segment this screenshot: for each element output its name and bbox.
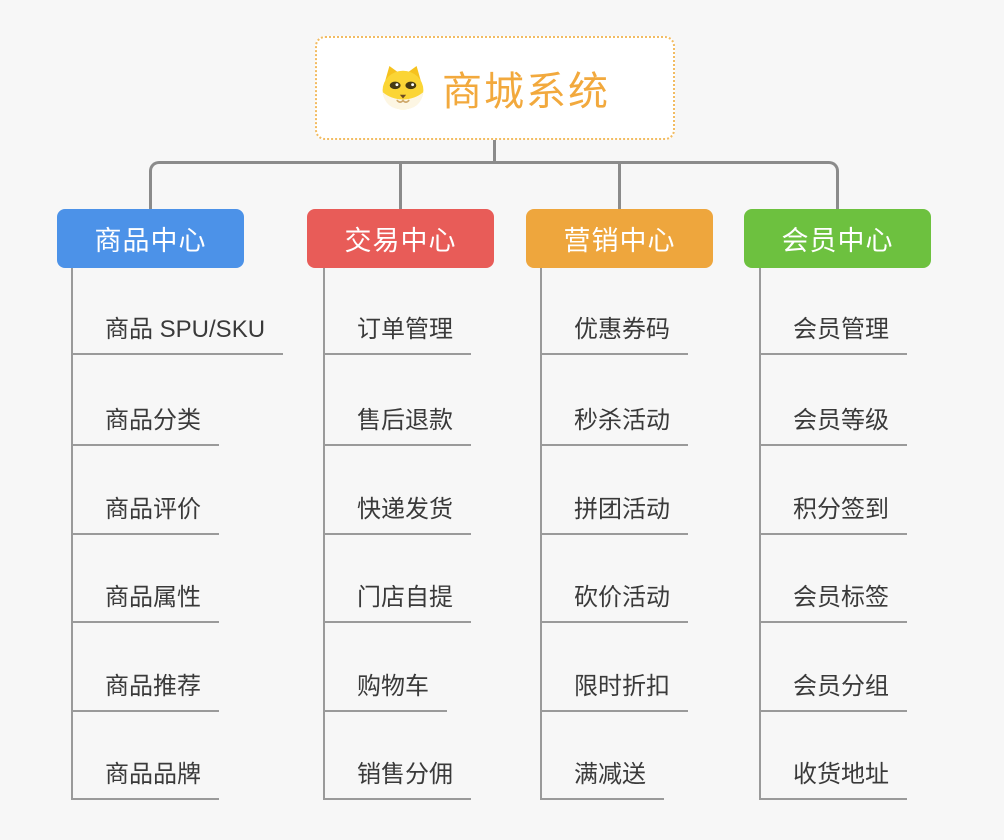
leaf-node[interactable]: 会员管理 [759, 313, 907, 355]
leaf-node[interactable]: 商品分类 [71, 404, 219, 446]
leaf-node[interactable]: 售后退款 [323, 404, 471, 446]
root-node-title: 商城系统 [442, 70, 610, 114]
leaf-node[interactable]: 商品 SPU/SKU [71, 313, 284, 355]
leaf-node[interactable]: 秒杀活动 [540, 404, 688, 446]
leaf-node[interactable]: 会员分组 [759, 670, 907, 712]
leaf-node[interactable]: 快递发货 [323, 493, 471, 535]
leaf-node[interactable]: 商品属性 [71, 581, 219, 623]
branch-node-trade-center[interactable]: 交易中心 [307, 209, 494, 268]
leaf-node[interactable]: 商品推荐 [71, 670, 219, 712]
leaf-node[interactable]: 订单管理 [323, 313, 471, 355]
leaf-node[interactable]: 积分签到 [759, 493, 907, 535]
connector-root-drop [493, 138, 496, 164]
leaf-node[interactable]: 拼团活动 [540, 493, 688, 535]
leaf-node[interactable]: 收货地址 [759, 758, 907, 800]
dog-icon [382, 66, 424, 110]
root-node[interactable]: 商城系统 [315, 36, 675, 140]
leaf-node[interactable]: 商品评价 [71, 493, 219, 535]
connector-drop-branch2 [399, 161, 402, 210]
leaf-node[interactable]: 购物车 [323, 670, 447, 712]
connector-bus [149, 161, 839, 210]
leaf-node[interactable]: 优惠券码 [540, 313, 688, 355]
leaf-node[interactable]: 销售分佣 [323, 758, 471, 800]
leaf-node[interactable]: 门店自提 [323, 581, 471, 623]
leaf-node[interactable]: 会员等级 [759, 404, 907, 446]
leaf-node[interactable]: 限时折扣 [540, 670, 688, 712]
branch-node-product-center[interactable]: 商品中心 [57, 209, 244, 268]
leaf-node[interactable]: 砍价活动 [540, 581, 688, 623]
branch-node-member-center[interactable]: 会员中心 [744, 209, 931, 268]
leaf-node[interactable]: 满减送 [540, 758, 664, 800]
leaf-node[interactable]: 会员标签 [759, 581, 907, 623]
branch-node-marketing-center[interactable]: 营销中心 [526, 209, 713, 268]
connector-drop-branch3 [618, 161, 621, 210]
leaf-node[interactable]: 商品品牌 [71, 758, 219, 800]
